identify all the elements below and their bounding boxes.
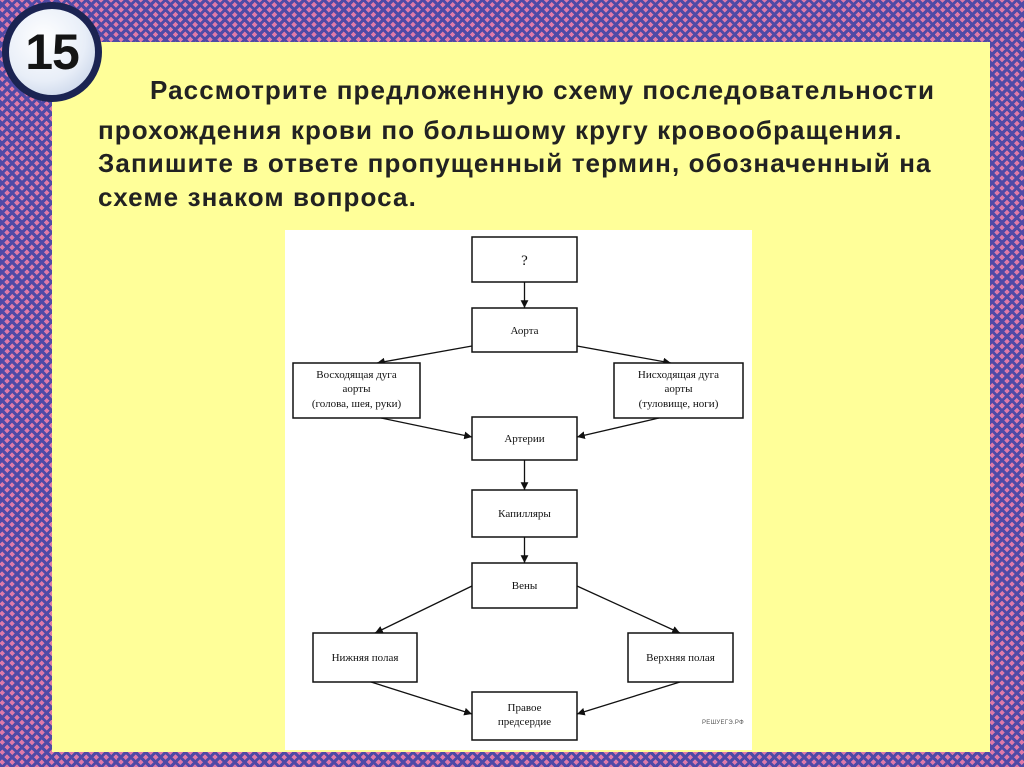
arrow-superior-vena-cava-to-right-atrium <box>576 681 681 716</box>
arrow-veins-to-superior-vena-cava <box>576 585 681 634</box>
box-arteries: Артерии <box>471 416 578 461</box>
box-descending-arch-label-3: (туловище, ноги) <box>639 398 719 410</box>
slide-number-badge: 15 <box>2 2 102 102</box>
box-ascending-arch-label-3: (голова, шея, руки) <box>312 398 402 410</box>
box-question-label: ? <box>521 253 528 269</box>
box-question: ? <box>471 236 578 283</box>
arrow-ascending-arch-to-arteries <box>380 417 473 440</box>
watermark: РЕШУЕГЭ.РФ <box>702 720 744 726</box>
box-ascending-arch-frame <box>292 362 421 419</box>
box-aorta-label: Аорта <box>510 325 538 337</box>
box-superior-vena-cava-frame <box>627 632 734 683</box>
box-right-atrium-label-1: Правое <box>508 702 542 714</box>
box-descending-arch-frame <box>613 362 744 419</box>
question-line-2: прохождения крови по большому кругу кров… <box>98 115 903 145</box>
box-ascending-arch-label-2: аорты <box>343 383 372 395</box>
question-line-4: схеме знаком вопроса. <box>98 182 417 212</box>
arrow-veins-to-inferior-vena-cava <box>374 585 473 634</box>
box-descending-arch-label-1: Нисходящая дуга <box>638 369 719 381</box>
box-superior-vena-cava: Верхняя полая <box>627 632 734 683</box>
arrow-aorta-to-ascending-arch <box>376 345 473 366</box>
box-right-atrium-label-2: предсердие <box>498 716 551 728</box>
box-veins-frame <box>471 562 578 609</box>
box-inferior-vena-cava-frame <box>312 632 418 683</box>
box-ascending-arch-label-1: Восходящая дуга <box>316 369 397 381</box>
box-question-frame <box>471 236 578 283</box>
slide-number: 15 <box>25 24 80 80</box>
arrow-aorta-to-descending-arch <box>576 345 672 366</box>
arrow-inferior-vena-cava-to-right-atrium <box>370 681 473 716</box>
box-capillaries-frame <box>471 489 578 538</box>
box-inferior-vena-cava: Нижняя полая <box>312 632 418 683</box>
box-aorta-frame <box>471 307 578 353</box>
box-veins-label: Вены <box>512 580 538 592</box>
flowchart-diagram: ? Аорта Восходящая дуга аорты (голова, ш… <box>285 230 752 750</box>
box-descending-arch: Нисходящая дуга аорты (туловище, ноги) <box>613 362 744 419</box>
question-line-1: Рассмотрите предложенную схему последова… <box>150 75 936 105</box>
box-right-atrium: Правое предсердие <box>471 691 578 741</box>
box-right-atrium-frame <box>471 691 578 741</box>
box-capillaries: Капилляры <box>471 489 578 538</box>
box-superior-vena-cava-label: Верхняя полая <box>646 652 715 664</box>
box-aorta: Аорта <box>471 307 578 353</box>
box-veins: Вены <box>471 562 578 609</box>
box-arteries-frame <box>471 416 578 461</box>
arrow-descending-arch-to-arteries <box>576 417 660 440</box>
box-inferior-vena-cava-label: Нижняя полая <box>332 652 399 664</box>
box-arteries-label: Артерии <box>504 433 544 445</box>
box-ascending-arch: Восходящая дуга аорты (голова, шея, руки… <box>292 362 421 419</box>
question-line-3: Запишите в ответе пропущенный термин, об… <box>98 148 932 178</box>
box-descending-arch-label-2: аорты <box>665 383 694 395</box>
box-capillaries-label: Капилляры <box>498 508 551 520</box>
